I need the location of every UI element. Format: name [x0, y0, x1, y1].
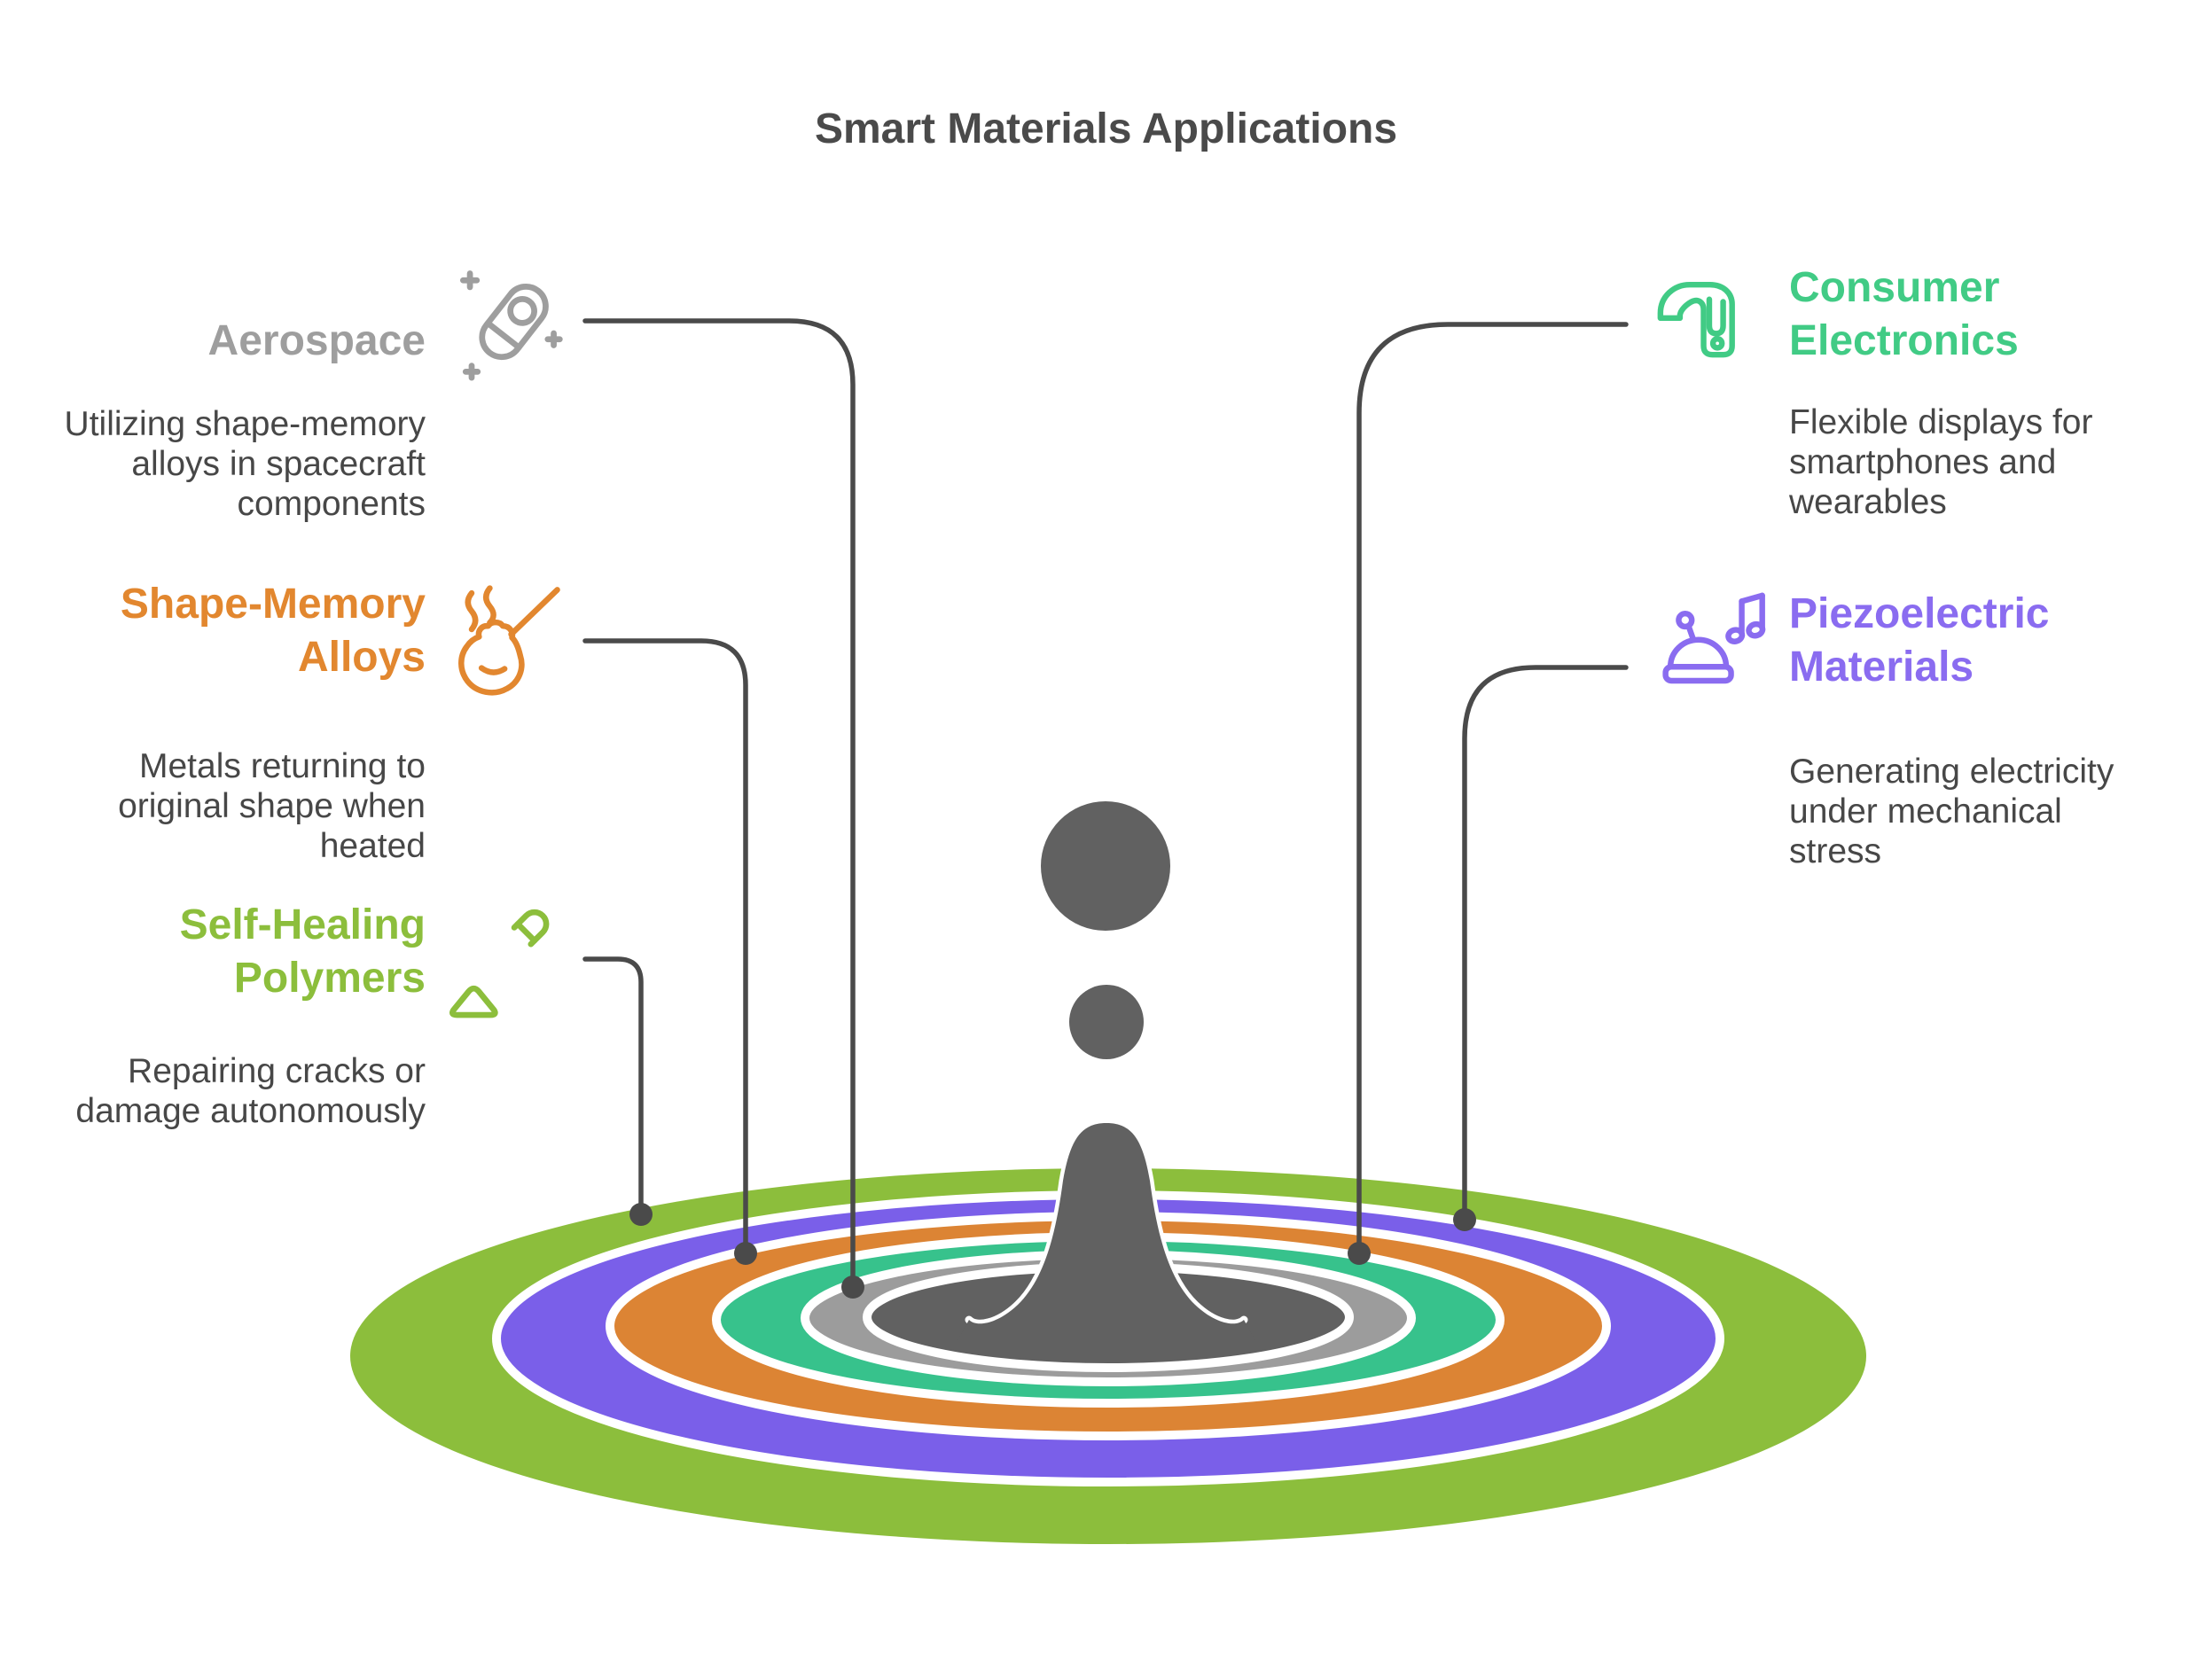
page-title: Smart Materials Applications	[814, 105, 1398, 152]
connector-dot-shape-memory-alloys	[734, 1242, 757, 1265]
item-label-shape-memory-alloys: Shape-Memory Alloys	[120, 581, 426, 681]
connector-consumer-electronics	[1356, 322, 1629, 1252]
capsule-pour-icon	[449, 909, 550, 1018]
item-description-self-healing-polymers: Repairing cracks or damage autonomously	[75, 1052, 426, 1130]
connector-dot-self-healing-polymers	[629, 1203, 653, 1226]
flexible-phone-icon	[1657, 281, 1735, 358]
connector-shape-memory-alloys	[582, 638, 748, 1252]
item-description-aerospace: Utilizing shape-memory alloys in spacecr…	[64, 405, 426, 523]
item-description-shape-memory-alloys: Metals returning to original shape when …	[118, 747, 426, 865]
connector-dot-piezoelectric-materials	[1453, 1208, 1476, 1231]
connector-self-healing-polymers	[582, 956, 644, 1213]
connector-lines	[582, 318, 1629, 1286]
item-label-consumer-electronics: Consumer Electronics	[1789, 264, 2019, 364]
item-label-piezoelectric-materials: Piezoelectric Materials	[1789, 590, 2050, 690]
item-label-aerospace: Aerospace	[207, 317, 426, 364]
robot-music-icon	[1662, 592, 1766, 684]
connector-piezoelectric-materials	[1462, 665, 1629, 1219]
item-label-self-healing-polymers: Self-Healing Polymers	[179, 901, 426, 1002]
item-description-piezoelectric-materials: Generating electricity under mechanical …	[1789, 753, 2114, 870]
rocket-icon	[459, 270, 563, 381]
connector-dot-aerospace	[841, 1276, 864, 1299]
connector-aerospace	[582, 318, 856, 1286]
water-droplet-small	[1069, 985, 1144, 1059]
water-droplet-large	[1041, 801, 1170, 931]
connector-dot-consumer-electronics	[1348, 1242, 1371, 1265]
connector-dots	[629, 1203, 1476, 1299]
heated-blob-icon	[458, 585, 560, 696]
item-description-consumer-electronics: Flexible displays for smartphones and we…	[1789, 403, 2093, 521]
splash-column	[957, 1123, 1255, 1340]
